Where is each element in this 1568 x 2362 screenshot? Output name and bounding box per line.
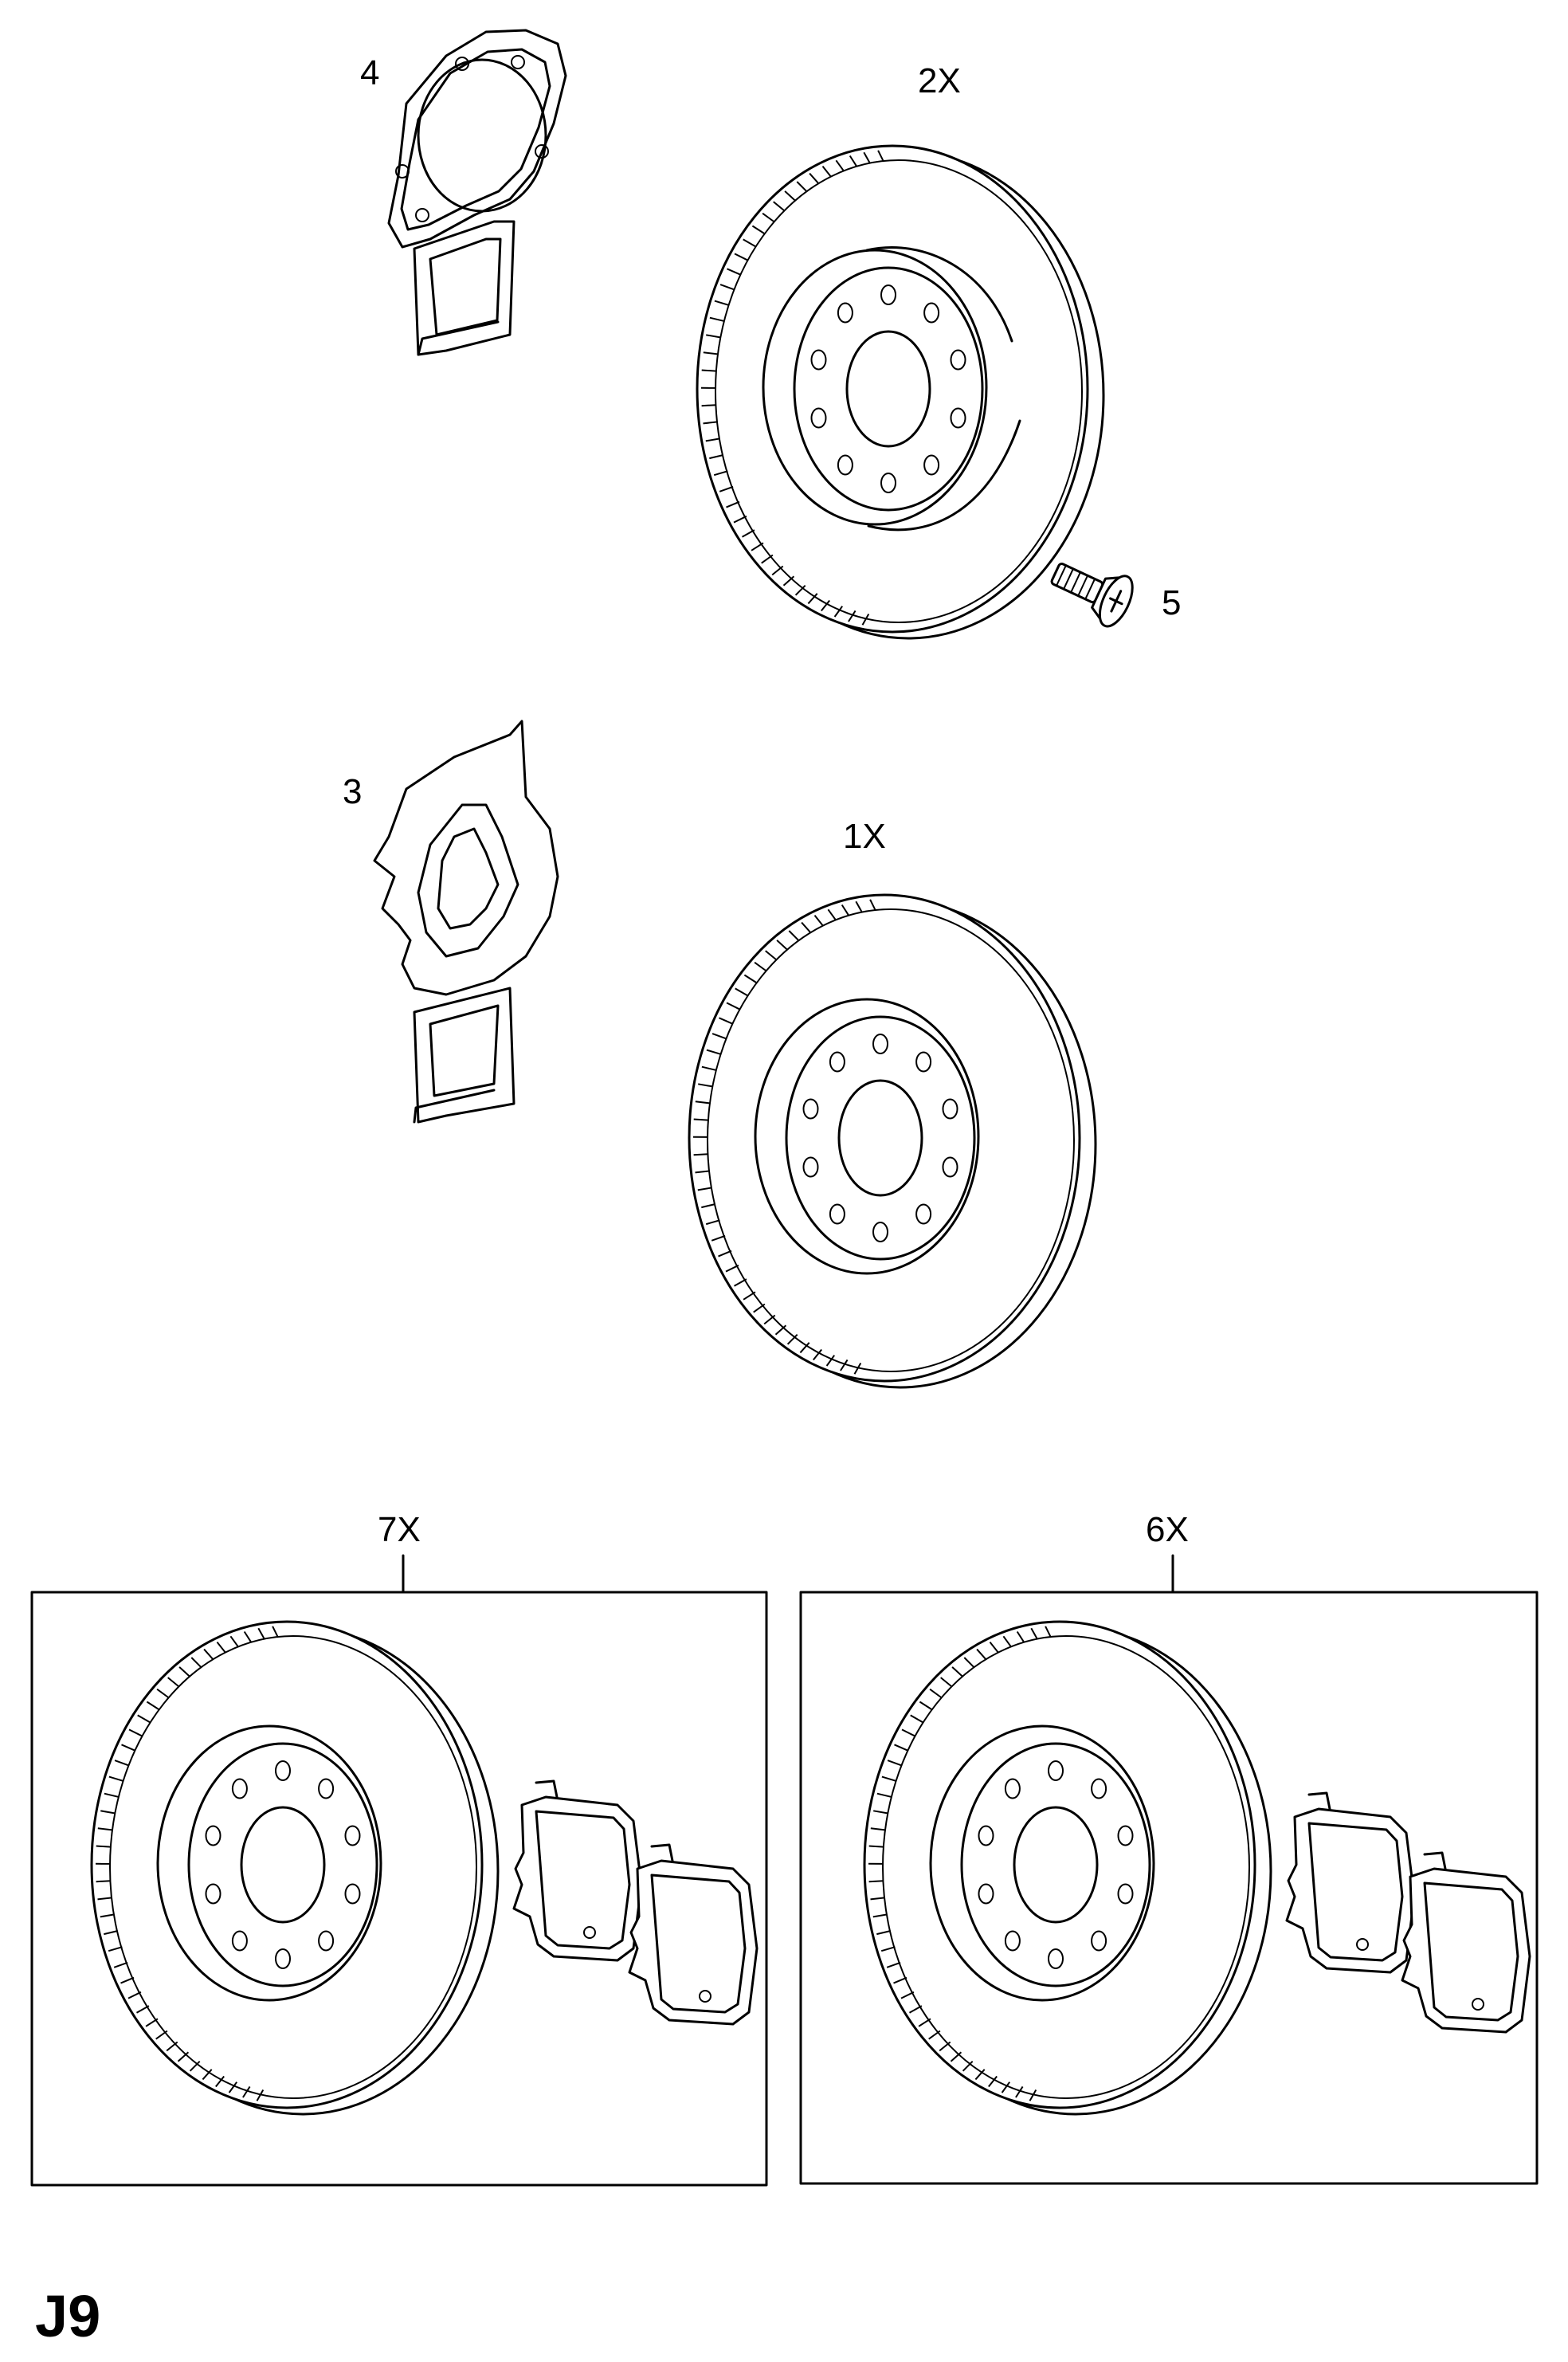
kit-box-left	[30, 1554, 768, 2187]
kit-left-disc	[90, 1620, 500, 2116]
backing-plate-upper	[387, 29, 567, 356]
callout-label: 1X	[843, 817, 886, 856]
kit-left-pad-2	[628, 1843, 759, 2026]
callout-label: 5	[1162, 583, 1182, 622]
callout-label: 4	[360, 53, 380, 92]
backing-plate-lower	[373, 720, 559, 1124]
callout-label: 7X	[378, 1510, 421, 1549]
kit-left-pad-1	[512, 1779, 643, 1962]
brake-disc-upper	[696, 144, 1105, 640]
callout-label: 2X	[918, 61, 961, 100]
callout-label: 3	[343, 772, 363, 811]
screw	[1050, 562, 1134, 628]
kit-right-pad-1	[1285, 1791, 1416, 1974]
kit-box-right	[799, 1554, 1539, 2185]
kit-right-pad-2	[1401, 1851, 1531, 2034]
callout-label: 6X	[1146, 1510, 1189, 1549]
kit-right-disc	[863, 1620, 1272, 2116]
brake-disc-lower	[688, 893, 1097, 1389]
page-code: J9	[35, 2283, 101, 2349]
